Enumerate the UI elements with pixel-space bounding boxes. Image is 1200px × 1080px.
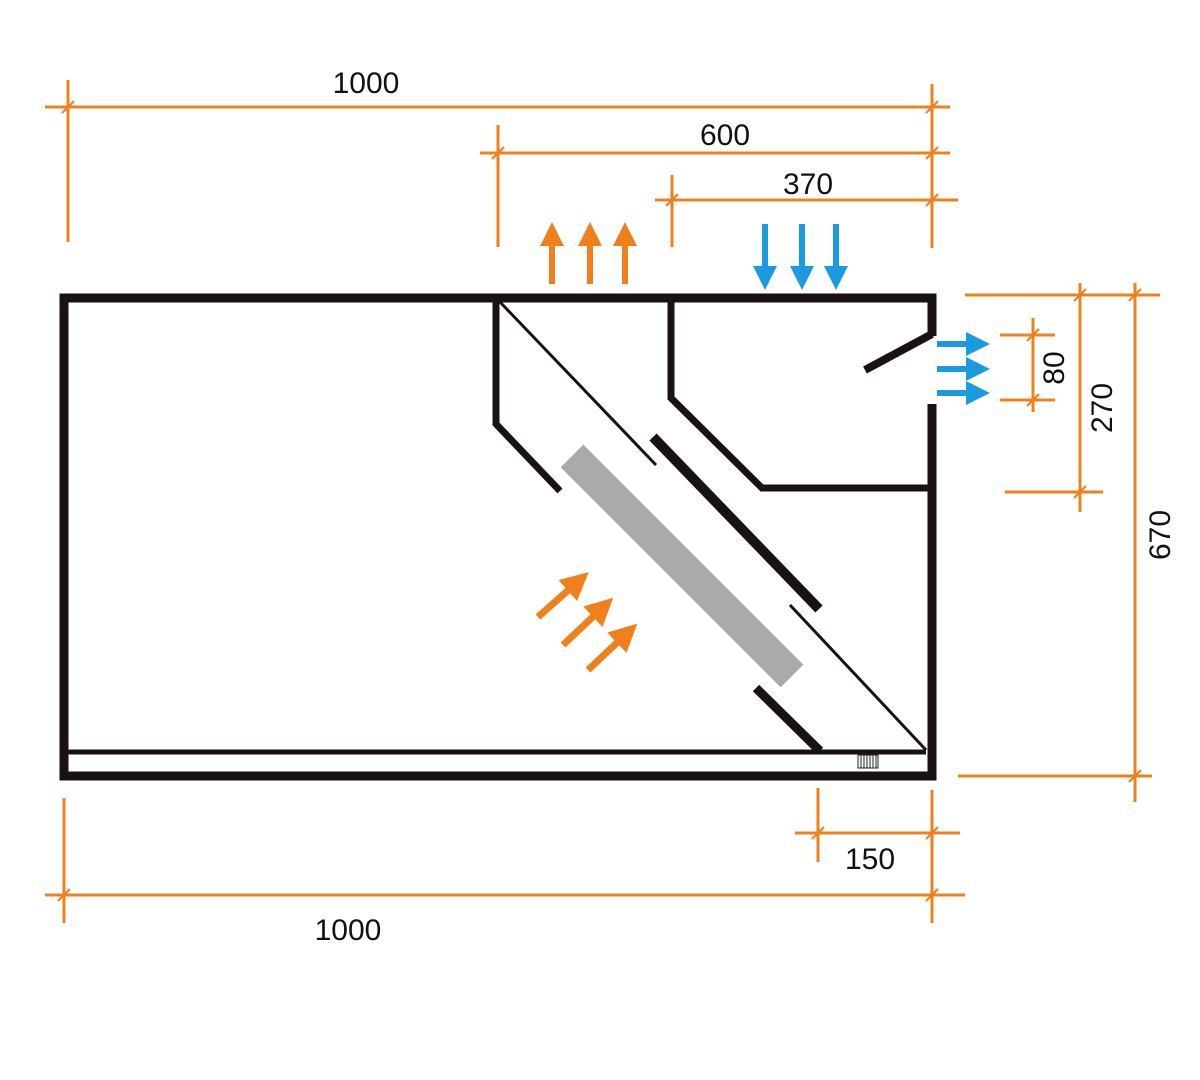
cool-air-in-arrows	[753, 224, 848, 290]
dim-label-right-total: 670	[1144, 510, 1177, 560]
dim-label-right-opening: 80	[1038, 351, 1071, 384]
side-outlet-flap	[863, 330, 934, 374]
arrow-diagonal-icon	[560, 597, 614, 648]
inner-baffle-thin-lower	[788, 603, 928, 752]
dim-label-right-upper: 270	[1086, 383, 1119, 433]
arrow-diagonal-icon	[535, 572, 589, 620]
filter	[560, 444, 804, 688]
arrow-diagonal-icon	[585, 623, 638, 673]
housing	[59, 293, 937, 781]
dim-label-top-outlet: 600	[700, 119, 750, 152]
dim-label-top-total: 1000	[333, 67, 400, 100]
inner-duct-left	[492, 298, 563, 494]
side-air-out-arrows	[937, 332, 990, 405]
grill-icon	[857, 754, 879, 769]
outer-wall	[59, 293, 937, 781]
warm-air-in-arrows	[535, 572, 638, 673]
inner-baffle-thin-upper	[498, 300, 658, 467]
dim-label-top-inlet: 370	[783, 168, 833, 201]
dimension-lines	[45, 80, 1160, 923]
warm-air-out-arrows	[540, 222, 637, 284]
dim-label-bottom-total: 1000	[315, 914, 382, 947]
intake-duct	[667, 298, 932, 492]
inner-baffle-thick	[649, 433, 823, 613]
dim-label-bottom-offset: 150	[845, 843, 895, 876]
inner-baffle-bottom	[752, 684, 824, 755]
